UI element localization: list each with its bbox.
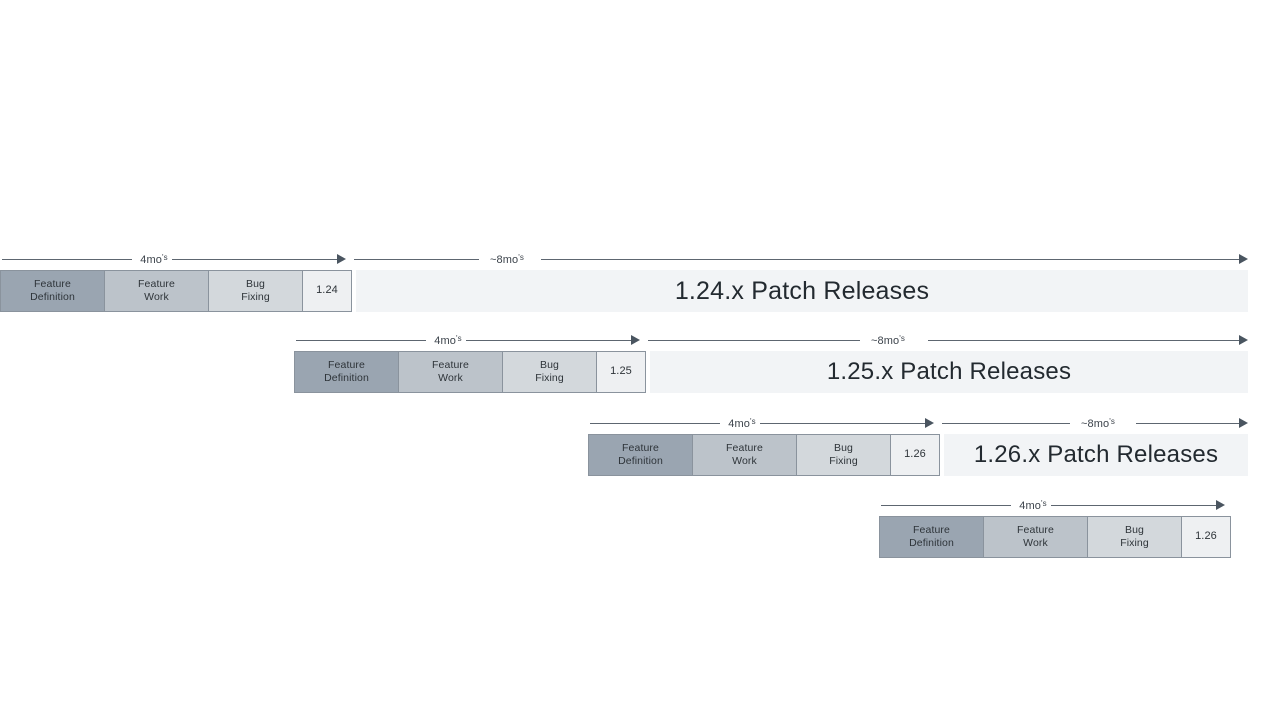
timeline-row-124: 4mo's ~8mo's Feature Definition xyxy=(0,250,1248,312)
duration-suffix: 's xyxy=(455,334,462,343)
phase-label: Feature Work xyxy=(1017,523,1054,549)
phase-boxes-126: Feature Definition Feature Work Bug Fixi… xyxy=(588,434,940,476)
ruler-arrowhead-icon xyxy=(631,335,640,345)
phase-feature-work[interactable]: Feature Work xyxy=(105,270,209,312)
ruler-line-left xyxy=(881,505,1011,506)
duration-suffix: 's xyxy=(749,417,756,426)
patch-duration-ruler-126: ~8mo's xyxy=(942,414,1248,434)
phase-feature-work[interactable]: Feature Work xyxy=(984,516,1088,558)
ruler-line-right xyxy=(1051,505,1218,506)
duration-suffix: 's xyxy=(518,253,524,262)
ruler-arrowhead-icon xyxy=(925,418,934,428)
dev-duration-label: 4mo's xyxy=(434,334,462,347)
phase-feature-work[interactable]: Feature Work xyxy=(399,351,503,393)
duration-suffix: 's xyxy=(161,253,168,262)
phase-label: Feature Definition xyxy=(909,523,954,549)
phase-bug-fixing[interactable]: Bug Fixing xyxy=(503,351,597,393)
phase-feature-definition[interactable]: Feature Definition xyxy=(879,516,984,558)
version-box-124[interactable]: 1.24 xyxy=(303,270,352,312)
patch-release-label: 1.26.x Patch Releases xyxy=(973,441,1219,468)
phase-boxes-125: Feature Definition Feature Work Bug Fixi… xyxy=(294,351,646,393)
duration-suffix: 's xyxy=(899,334,905,343)
dev-duration-label: 4mo's xyxy=(140,253,168,266)
ruler-line-left xyxy=(296,340,426,341)
duration-suffix: 's xyxy=(1109,417,1115,426)
dev-duration-ruler-next: 4mo's xyxy=(881,496,1225,516)
version-label: 1.25 xyxy=(610,365,632,378)
phase-feature-definition[interactable]: Feature Definition xyxy=(0,270,105,312)
version-label: 1.26 xyxy=(1195,530,1217,543)
version-label: 1.24 xyxy=(316,284,338,297)
dev-duration-label: 4mo's xyxy=(1019,499,1047,512)
duration-suffix: 's xyxy=(1040,499,1047,508)
phase-label: Feature Work xyxy=(432,358,469,384)
dev-duration-ruler-126: 4mo's xyxy=(590,414,934,434)
phase-label: Feature Definition xyxy=(618,441,663,467)
ruler-line-left xyxy=(942,423,1070,424)
ruler-line-right xyxy=(928,340,1241,341)
ruler-line-right xyxy=(1136,423,1241,424)
phase-feature-definition[interactable]: Feature Definition xyxy=(294,351,399,393)
phase-label: Bug Fixing xyxy=(535,358,564,384)
phase-boxes-next: Feature Definition Feature Work Bug Fixi… xyxy=(879,516,1231,558)
ruler-arrowhead-icon xyxy=(1239,418,1248,428)
phase-feature-work[interactable]: Feature Work xyxy=(693,434,797,476)
ruler-arrowhead-icon xyxy=(1239,335,1248,345)
dev-duration-ruler-124: 4mo's xyxy=(2,250,346,270)
patch-duration-label: ~8mo's xyxy=(490,253,524,266)
dev-duration-label: 4mo's xyxy=(728,417,756,430)
ruler-line-left xyxy=(648,340,860,341)
ruler-line-right xyxy=(172,259,339,260)
dev-duration-ruler-125: 4mo's xyxy=(296,331,640,351)
phase-label: Bug Fixing xyxy=(829,441,858,467)
timeline-row-126: 4mo's ~8mo's Feature Definition Feat xyxy=(588,414,1248,476)
version-box-126[interactable]: 1.26 xyxy=(891,434,940,476)
phase-bug-fixing[interactable]: Bug Fixing xyxy=(1088,516,1182,558)
phase-label: Feature Work xyxy=(726,441,763,467)
timeline-row-125: 4mo's ~8mo's Feature Definition Feat xyxy=(294,331,1248,393)
version-box-next[interactable]: 1.26 xyxy=(1182,516,1231,558)
patch-release-label: 1.25.x Patch Releases xyxy=(826,358,1072,385)
version-label: 1.26 xyxy=(904,448,926,461)
patch-release-band-126[interactable]: 1.26.x Patch Releases xyxy=(944,434,1248,476)
ruler-line-left xyxy=(354,259,479,260)
ruler-arrowhead-icon xyxy=(1239,254,1248,264)
phase-label: Feature Definition xyxy=(30,277,75,303)
ruler-line-right xyxy=(541,259,1241,260)
patch-duration-ruler-124: ~8mo's xyxy=(354,250,1248,270)
ruler-line-right xyxy=(466,340,633,341)
phase-bug-fixing[interactable]: Bug Fixing xyxy=(209,270,303,312)
ruler-line-left xyxy=(2,259,132,260)
ruler-line-left xyxy=(590,423,720,424)
ruler-line-right xyxy=(760,423,927,424)
patch-release-label: 1.24.x Patch Releases xyxy=(674,276,930,305)
patch-duration-label: ~8mo's xyxy=(871,334,905,347)
patch-duration-label: ~8mo's xyxy=(1081,417,1115,430)
patch-release-band-124[interactable]: 1.24.x Patch Releases xyxy=(356,270,1248,312)
phase-label: Feature Work xyxy=(138,277,175,303)
phase-label: Bug Fixing xyxy=(241,277,270,303)
timeline-row-next: 4mo's Feature Definition Feature Work xyxy=(879,496,1231,558)
phase-label: Feature Definition xyxy=(324,358,369,384)
phase-label: Bug Fixing xyxy=(1120,523,1149,549)
version-box-125[interactable]: 1.25 xyxy=(597,351,646,393)
patch-duration-ruler-125: ~8mo's xyxy=(648,331,1248,351)
phase-feature-definition[interactable]: Feature Definition xyxy=(588,434,693,476)
patch-release-band-125[interactable]: 1.25.x Patch Releases xyxy=(650,351,1248,393)
phase-boxes-124: Feature Definition Feature Work Bug Fixi… xyxy=(0,270,352,312)
phase-bug-fixing[interactable]: Bug Fixing xyxy=(797,434,891,476)
ruler-arrowhead-icon xyxy=(1216,500,1225,510)
ruler-arrowhead-icon xyxy=(337,254,346,264)
